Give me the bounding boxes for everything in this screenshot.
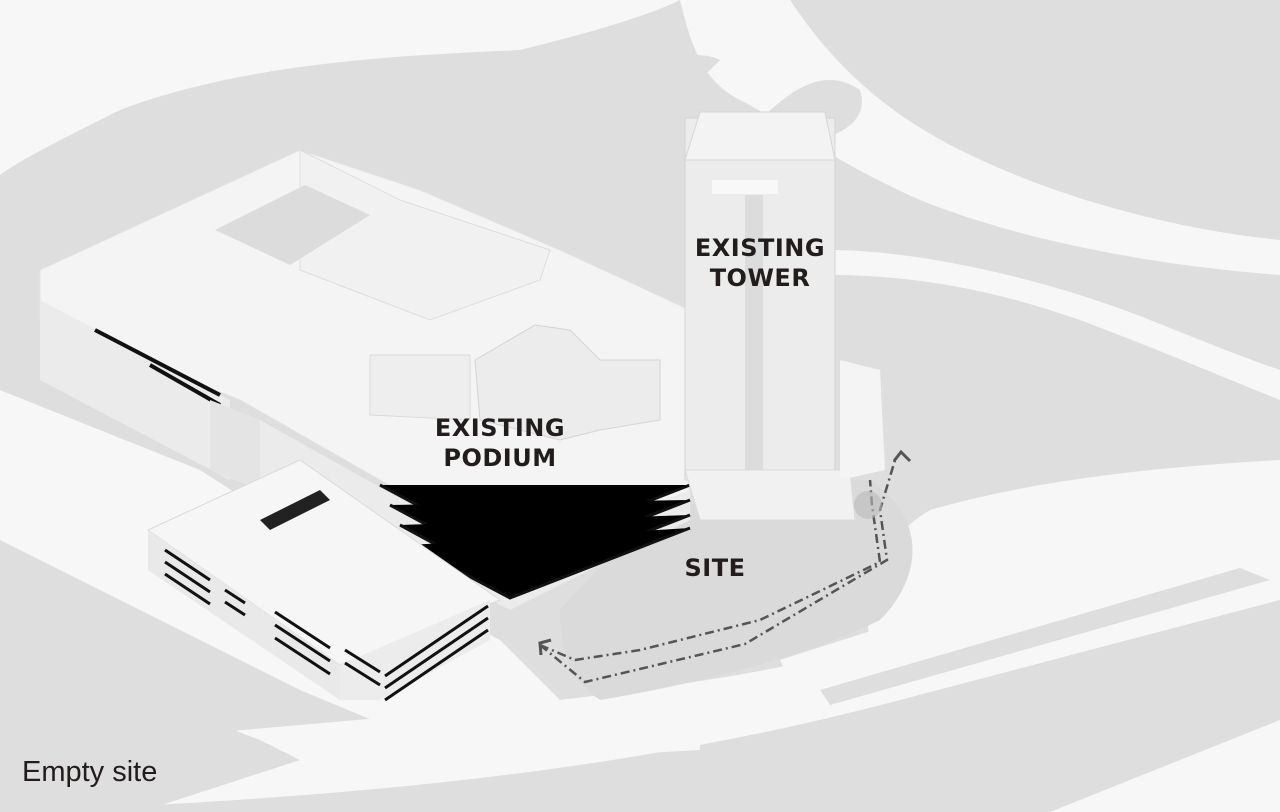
- existing-podium: [39, 149, 691, 610]
- podium-label-line1: EXISTING: [434, 414, 566, 442]
- existing-tower: [684, 111, 885, 521]
- podium-label-line2: PODIUM: [443, 444, 557, 472]
- tower-label-line1: EXISTING: [694, 234, 826, 262]
- arrowheads: [538, 449, 912, 656]
- diagram-caption: Empty site: [22, 756, 158, 788]
- podium-label: EXISTING PODIUM: [430, 413, 570, 473]
- tower-label-line2: TOWER: [709, 264, 811, 292]
- site-label: SITE: [684, 554, 746, 582]
- parking-building: [147, 459, 502, 702]
- tower-label: EXISTING TOWER: [690, 233, 830, 293]
